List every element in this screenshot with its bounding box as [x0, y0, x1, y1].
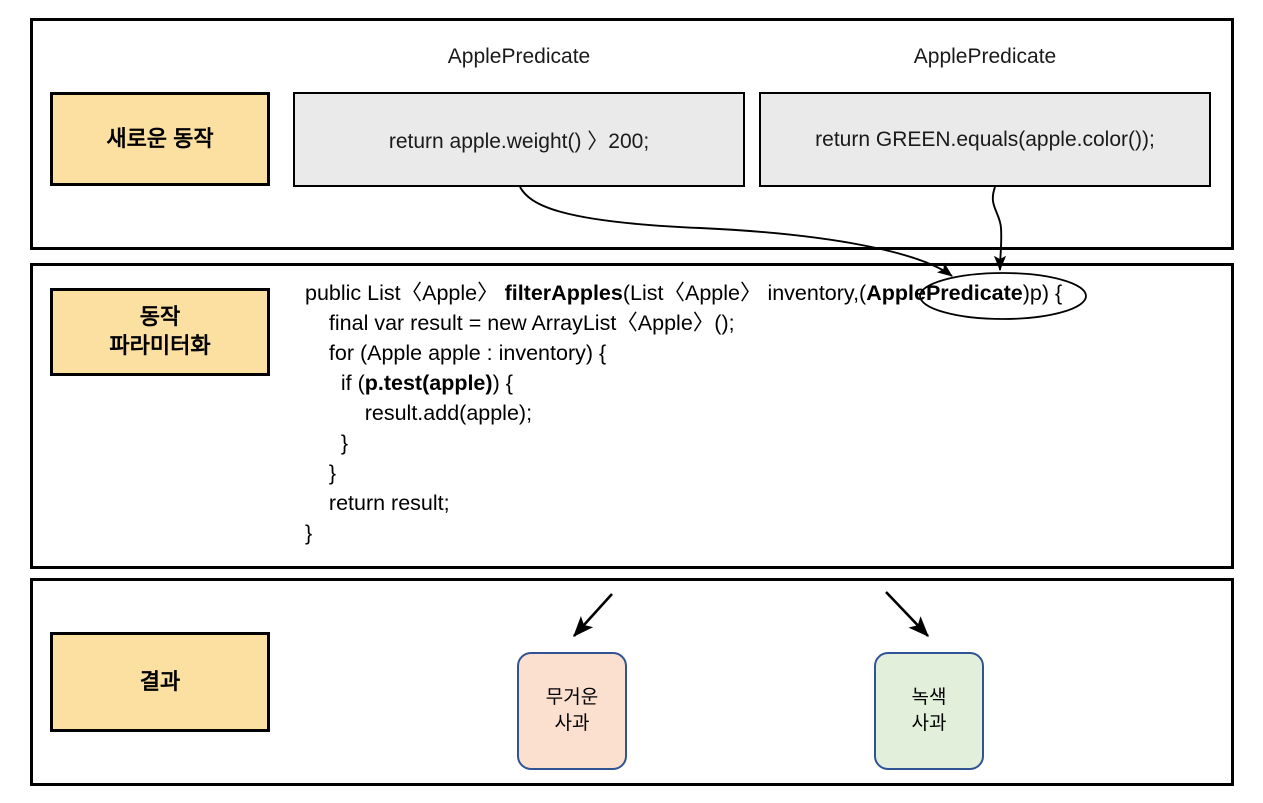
- label-result: 결과: [50, 632, 270, 732]
- result-heavy-line1: 무거운: [545, 687, 599, 709]
- code-token: if (: [340, 371, 365, 395]
- code-token: }: [305, 521, 313, 545]
- snippet-box-color-predicate: return GREEN.equals(apple.color());: [759, 92, 1211, 187]
- code-line: if (p.test(apple)) {: [305, 368, 1062, 398]
- code-token: }: [328, 461, 337, 485]
- code-token: for (Apple apple : inventory) {: [328, 341, 607, 365]
- result-box-green-apples: 녹색 사과: [874, 652, 984, 770]
- result-box-heavy-apples: 무거운 사과: [517, 652, 627, 770]
- code-token: public List〈Apple〉: [305, 281, 505, 305]
- label-new-behaviour-line1: 새로운 동작: [106, 125, 214, 151]
- label-behaviour-parameterization: 동작 파라미터화: [50, 288, 270, 376]
- label-result-line1: 결과: [139, 668, 181, 694]
- result-green-line2: 사과: [911, 713, 947, 734]
- code-line: for (Apple apple : inventory) {: [305, 338, 1062, 368]
- code-line: }: [305, 428, 1062, 458]
- code-block-filter-apples: public List〈Apple〉 filterApples(List〈App…: [305, 278, 1062, 548]
- label-parameterize-line1: 동작: [139, 304, 181, 330]
- code-line: result.add(apple);: [305, 398, 1062, 428]
- snippet-code-weight: return apple.weight() 〉200;: [388, 129, 650, 153]
- snippet-box-weight-predicate: return apple.weight() 〉200;: [293, 92, 745, 187]
- snippet-code-color: return GREEN.equals(apple.color());: [815, 127, 1155, 151]
- code-token: )p) {: [1022, 281, 1063, 305]
- code-token: return result;: [328, 491, 450, 515]
- code-token: (List〈Apple〉 inventory,(: [622, 281, 867, 305]
- label-new-behaviour: 새로운 동작: [50, 92, 270, 186]
- code-line: }: [305, 458, 1062, 488]
- code-line: public List〈Apple〉 filterApples(List〈App…: [305, 278, 1062, 308]
- code-token-emphasis: ApplePredicate: [866, 281, 1023, 305]
- code-token: ) {: [492, 371, 513, 395]
- code-token: final var result = new ArrayList〈Apple〉(…: [328, 311, 735, 335]
- code-token-emphasis: p.test(apple): [364, 371, 493, 395]
- code-line: }: [305, 518, 1062, 548]
- snippet-caption-right: ApplePredicate: [913, 45, 1057, 68]
- code-line: return result;: [305, 488, 1062, 518]
- code-token: result.add(apple);: [364, 401, 533, 425]
- result-heavy-line2: 사과: [554, 713, 590, 734]
- code-token: }: [340, 431, 349, 455]
- code-token-emphasis: filterApples: [504, 281, 623, 305]
- label-parameterize-line2: 파라미터화: [109, 333, 211, 358]
- snippet-caption-left: ApplePredicate: [447, 45, 591, 68]
- code-line: final var result = new ArrayList〈Apple〉(…: [305, 308, 1062, 338]
- result-green-line1: 녹색: [911, 687, 947, 709]
